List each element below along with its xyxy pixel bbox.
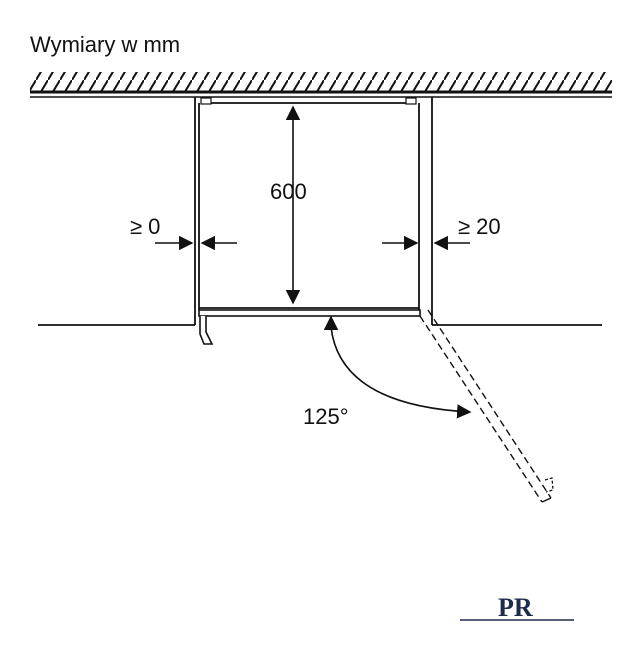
appliance-door (198, 309, 421, 345)
depth-label: 600 (270, 179, 307, 204)
right-gap-label: ≥ 20 (458, 214, 501, 239)
wall (30, 72, 612, 98)
left-gap-label: ≥ 0 (130, 214, 160, 239)
left-cabinet (38, 97, 196, 326)
appliance-body (198, 97, 420, 310)
diagram-title: Wymiary w mm (30, 32, 180, 57)
door-handle (199, 316, 214, 345)
logo-lettering: PR (498, 593, 533, 622)
door-angle-label: 125° (303, 404, 349, 429)
monogram-logo-icon: PR (460, 593, 574, 622)
right-cabinet (431, 97, 602, 326)
door-angle-arc (323, 315, 472, 419)
door-open-outline (419, 309, 554, 503)
